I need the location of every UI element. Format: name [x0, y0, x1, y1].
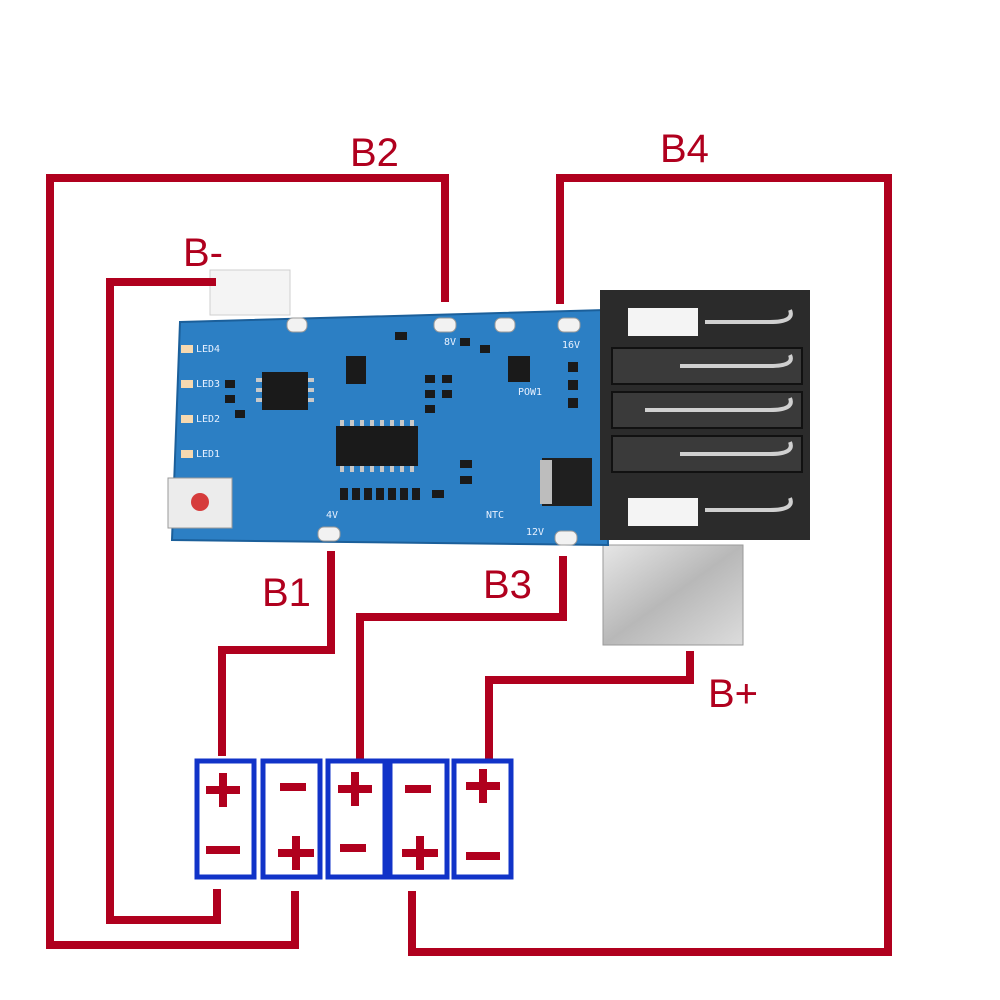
label-b3: B3 — [483, 563, 532, 607]
wire-b2 — [46, 174, 449, 949]
label-b-minus: B- — [183, 231, 223, 275]
pad-b1 — [317, 526, 341, 542]
chip-main — [336, 426, 418, 466]
wires — [46, 174, 892, 956]
cell-5 — [451, 758, 514, 880]
silk-16v: 16V — [562, 340, 580, 351]
pad-b4 — [557, 317, 581, 333]
metal-strip — [602, 544, 744, 646]
battery-connector — [600, 290, 810, 540]
silk-pow: POW1 — [518, 387, 542, 398]
label-b-plus: B+ — [708, 672, 758, 716]
wire-b-plus — [485, 651, 694, 764]
chip-small — [262, 372, 308, 410]
led-4 — [181, 450, 193, 458]
wire-b3 — [356, 556, 567, 760]
silk-12v: 12V — [526, 527, 544, 538]
cell-3 — [325, 758, 388, 880]
push-button-red — [191, 493, 209, 511]
silk-led3: LED3 — [196, 379, 220, 390]
cell-1 — [194, 758, 257, 880]
wire-b-minus — [106, 278, 221, 924]
pad-b3 — [554, 530, 578, 546]
silk-led4: LED4 — [196, 344, 220, 355]
chip-transistor — [346, 356, 366, 384]
label-b1: B1 — [262, 571, 311, 615]
wire-b1 — [218, 551, 335, 756]
battery-cells — [194, 758, 514, 880]
label-b4: B4 — [660, 127, 709, 171]
cell-4 — [387, 758, 450, 880]
cell-2 — [260, 758, 323, 880]
led-1 — [181, 345, 193, 353]
silk-4v: 4V — [326, 510, 338, 521]
silk-8v: 8V — [444, 337, 456, 348]
pad-top — [286, 317, 308, 333]
label-b2: B2 — [350, 131, 399, 175]
silk-led1: LED1 — [196, 449, 220, 460]
led-3 — [181, 415, 193, 423]
silk-ntc: NTC — [486, 510, 504, 521]
silk-led2: LED2 — [196, 414, 220, 425]
pad-b2 — [433, 317, 457, 333]
pcb-board: LED4 LED3 LED2 LED1 8V 16V POW1 4V 12V N… — [167, 269, 810, 646]
chip-transistor-2 — [508, 356, 530, 382]
wire-b4 — [408, 174, 892, 956]
pad-top-2 — [494, 317, 516, 333]
led-2 — [181, 380, 193, 388]
